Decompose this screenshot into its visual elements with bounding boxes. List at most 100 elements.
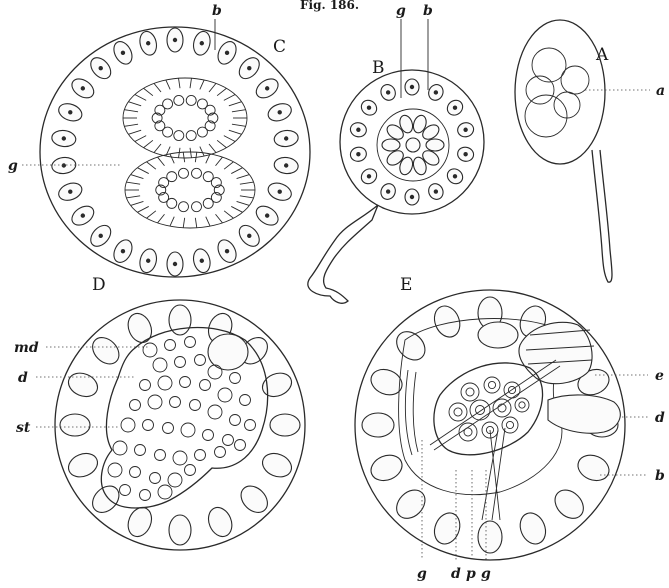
panel-e-setae <box>482 428 505 520</box>
cell-nucleus <box>367 106 371 110</box>
yolk-cell <box>195 355 206 366</box>
yolk-cell <box>130 467 141 478</box>
cell-nucleus <box>453 174 457 178</box>
label-p-bottom: p <box>466 566 476 582</box>
yolk-cell <box>208 405 222 419</box>
inner-cell <box>178 168 188 178</box>
cell-nucleus <box>146 259 150 263</box>
label-b-top: b <box>212 3 222 19</box>
columnar-cell <box>131 175 144 179</box>
wall-cell <box>478 521 502 553</box>
panel-d: D md d st <box>14 275 305 550</box>
cell-nucleus <box>386 90 390 94</box>
columnar-cell <box>231 206 242 212</box>
label-md: md <box>14 340 39 356</box>
columnar-cell <box>206 217 210 227</box>
wall-cell <box>204 504 236 540</box>
cell-nucleus <box>410 85 414 89</box>
yolk-cell <box>153 358 167 372</box>
cell-nucleus <box>121 249 125 253</box>
panel-b-letter: B <box>372 58 385 78</box>
panel-e-letter: E <box>400 275 412 295</box>
wall-cell <box>430 302 464 341</box>
yolk-cell <box>148 395 162 409</box>
columnar-cell <box>195 218 196 228</box>
yolk-cell <box>168 473 182 487</box>
wall-cell <box>65 369 101 401</box>
yolk-cell <box>195 450 206 461</box>
columnar-cell <box>124 124 138 126</box>
inner-cell <box>192 202 202 212</box>
columnar-cell <box>183 218 184 228</box>
columnar-cell <box>144 140 153 147</box>
columnar-cell <box>190 78 191 88</box>
inner-cell <box>167 172 177 182</box>
columnar-cell <box>137 168 148 174</box>
cell-nucleus <box>356 152 360 156</box>
yolk-cell <box>200 380 211 391</box>
yolk-cell <box>180 377 191 388</box>
columnar-cell <box>128 102 141 106</box>
columnar-cell <box>240 182 254 184</box>
body-cell <box>484 377 500 393</box>
cell-nucleus <box>225 51 229 55</box>
wall-cell <box>391 326 431 366</box>
mass-lobe <box>123 78 247 158</box>
panel-a: A a <box>515 20 665 282</box>
cell-nucleus <box>225 249 229 253</box>
body-cell <box>515 398 529 412</box>
yolk-cell <box>165 340 176 351</box>
rosette-cell <box>382 139 400 151</box>
cell-nucleus <box>386 189 390 193</box>
yolk-cell <box>155 450 166 461</box>
yolk-cell <box>245 420 256 431</box>
columnar-cell <box>131 201 144 205</box>
columnar-cell <box>170 154 174 164</box>
body-cell-core <box>519 402 525 408</box>
panel-c-outer-wall <box>40 27 310 277</box>
wall-cell <box>87 332 124 369</box>
cell-nucleus <box>81 86 85 90</box>
cell-nucleus <box>81 213 85 217</box>
columnar-cell <box>124 110 138 112</box>
cell-nucleus <box>367 174 371 178</box>
label-b-b: b <box>423 3 433 19</box>
yolk-cell <box>173 451 187 465</box>
columnar-cell <box>229 130 242 134</box>
body-cell-core <box>488 381 495 388</box>
columnar-cell <box>224 211 233 218</box>
yolk-cell <box>143 420 154 431</box>
columnar-cell <box>200 147 204 157</box>
panel-c-cell-ring <box>51 28 299 276</box>
yolk-cell <box>150 473 161 484</box>
cell-nucleus <box>68 190 72 194</box>
wall-cell <box>270 414 300 436</box>
columnar-cell <box>209 144 216 153</box>
cell-nucleus <box>463 152 467 156</box>
cell-nucleus <box>247 234 251 238</box>
cell-nucleus <box>453 106 457 110</box>
panel-e-body <box>434 363 543 455</box>
cell-nucleus <box>434 189 438 193</box>
body-cell-core <box>454 408 462 416</box>
cell-nucleus <box>99 66 103 70</box>
cell-nucleus <box>265 86 269 90</box>
cell-nucleus <box>99 234 103 238</box>
rosette-center <box>406 138 420 152</box>
columnar-cell <box>224 94 235 100</box>
figure-header: Fig. 186. <box>300 0 359 12</box>
panel-d-letter: D <box>92 275 106 295</box>
yolk-cell <box>230 373 241 384</box>
cell-nucleus <box>265 213 269 217</box>
columnar-cell <box>237 175 250 179</box>
label-d-bottom: d <box>451 566 461 582</box>
inner-cell <box>186 131 196 141</box>
yolk-cell <box>175 357 186 368</box>
wall-cell <box>124 310 156 346</box>
panel-a-cell-3 <box>526 76 554 104</box>
wall-cell <box>87 481 124 518</box>
columnar-cell <box>216 157 223 166</box>
wall-cell <box>60 414 90 436</box>
cell-nucleus <box>434 90 438 94</box>
columnar-cell <box>190 148 191 158</box>
